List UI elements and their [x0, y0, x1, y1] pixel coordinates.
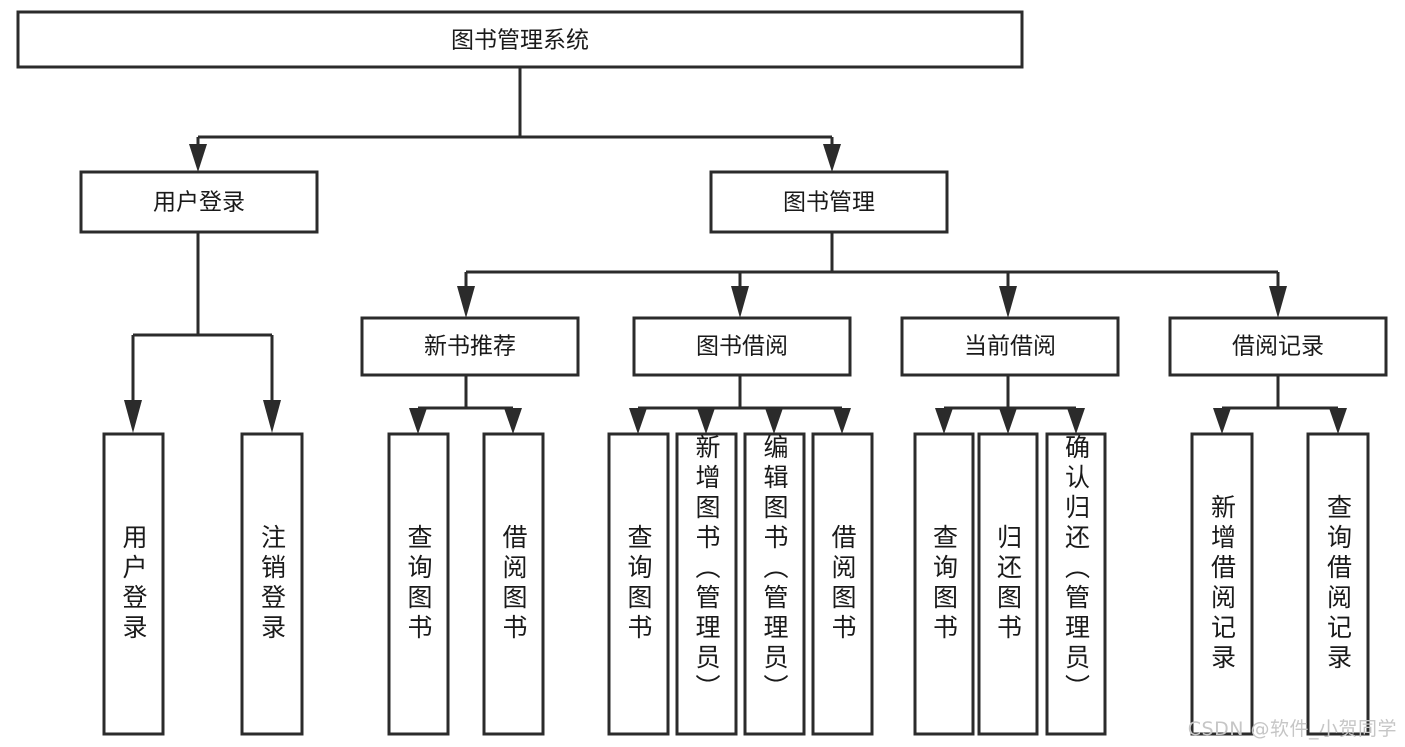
leaf-borrow-book-2-box[interactable]: [811, 432, 874, 736]
node-book-management-label: 图书管理: [783, 190, 875, 216]
arrow-head-leaf-borrow-book-2: [833, 408, 851, 434]
arrow-head-borrow-record: [1269, 286, 1287, 318]
leaf-confirm-return-box[interactable]: [1045, 432, 1107, 736]
node-book-borrow-label: 图书借阅: [696, 334, 788, 360]
node-current-borrow[interactable]: 当前借阅: [900, 316, 1120, 377]
node-book-management-box[interactable]: [709, 170, 949, 234]
arrow-head-leaf-query-book-1: [409, 408, 427, 434]
arrow-head-leaf-confirm-return: [1067, 408, 1085, 434]
node-user-login[interactable]: 用户登录: [79, 170, 319, 234]
node-borrow-record-box[interactable]: [1168, 316, 1388, 377]
arrow-head-leaf-return-book: [999, 408, 1017, 434]
node-new-book-recommend[interactable]: 新书推荐: [360, 316, 580, 377]
node-book-borrow[interactable]: 图书借阅: [632, 316, 852, 377]
node-root[interactable]: 图书管理系统: [16, 10, 1024, 69]
arrow-head-current-borrow: [999, 286, 1017, 318]
leaf-return-book-box[interactable]: [977, 432, 1039, 736]
arrow-head-leaf-borrow-book-1: [504, 408, 522, 434]
node-new-book-recommend-label: 新书推荐: [424, 334, 516, 360]
arrow-head-leaf-add-book: [697, 408, 715, 434]
node-user-login-label: 用户登录: [153, 190, 245, 216]
node-borrow-record[interactable]: 借阅记录: [1168, 316, 1388, 377]
node-root-box[interactable]: [16, 10, 1024, 69]
leaf-borrow-book-1-box[interactable]: [482, 432, 545, 736]
leaf-add-record-box[interactable]: [1190, 432, 1254, 736]
node-root-label: 图书管理系统: [451, 28, 589, 54]
node-book-borrow-box[interactable]: [632, 316, 852, 377]
leaf-add-book-box[interactable]: [675, 432, 738, 736]
leaf-box-group: [102, 432, 1370, 736]
leaf-query-book-3-box[interactable]: [913, 432, 975, 736]
node-user-login-box[interactable]: [79, 170, 319, 234]
arrow-head-book-management: [823, 144, 841, 172]
arrow-head-leaf-query-book-2: [629, 408, 647, 434]
arrow-head-leaf-user-login: [124, 400, 142, 433]
arrow-head-new-book-recommend: [457, 286, 475, 318]
arrow-head-leaf-query-book-3: [935, 408, 953, 434]
leaf-query-book-1-box[interactable]: [387, 432, 450, 736]
leaf-user-login-box[interactable]: [102, 432, 165, 736]
arrow-head-user-login: [189, 144, 207, 172]
node-current-borrow-box[interactable]: [900, 316, 1120, 377]
arrow-head-leaf-edit-book: [765, 408, 783, 434]
leaf-query-book-2-box[interactable]: [607, 432, 670, 736]
node-borrow-record-label: 借阅记录: [1232, 334, 1324, 360]
arrow-head-leaf-query-record: [1329, 408, 1347, 434]
connector-group: [124, 67, 1347, 434]
leaf-edit-book-box[interactable]: [743, 432, 806, 736]
arrow-head-leaf-user-logout: [263, 400, 281, 433]
watermark: CSDN @软件_小贺同学: [1187, 718, 1397, 740]
arrow-head-book-borrow: [731, 286, 749, 318]
node-new-book-recommend-box[interactable]: [360, 316, 580, 377]
node-book-management[interactable]: 图书管理: [709, 170, 949, 234]
leaf-query-record-box[interactable]: [1306, 432, 1370, 736]
leaf-user-logout-box[interactable]: [240, 432, 304, 736]
arrow-head-leaf-add-record: [1213, 408, 1231, 434]
node-current-borrow-label: 当前借阅: [964, 334, 1056, 360]
